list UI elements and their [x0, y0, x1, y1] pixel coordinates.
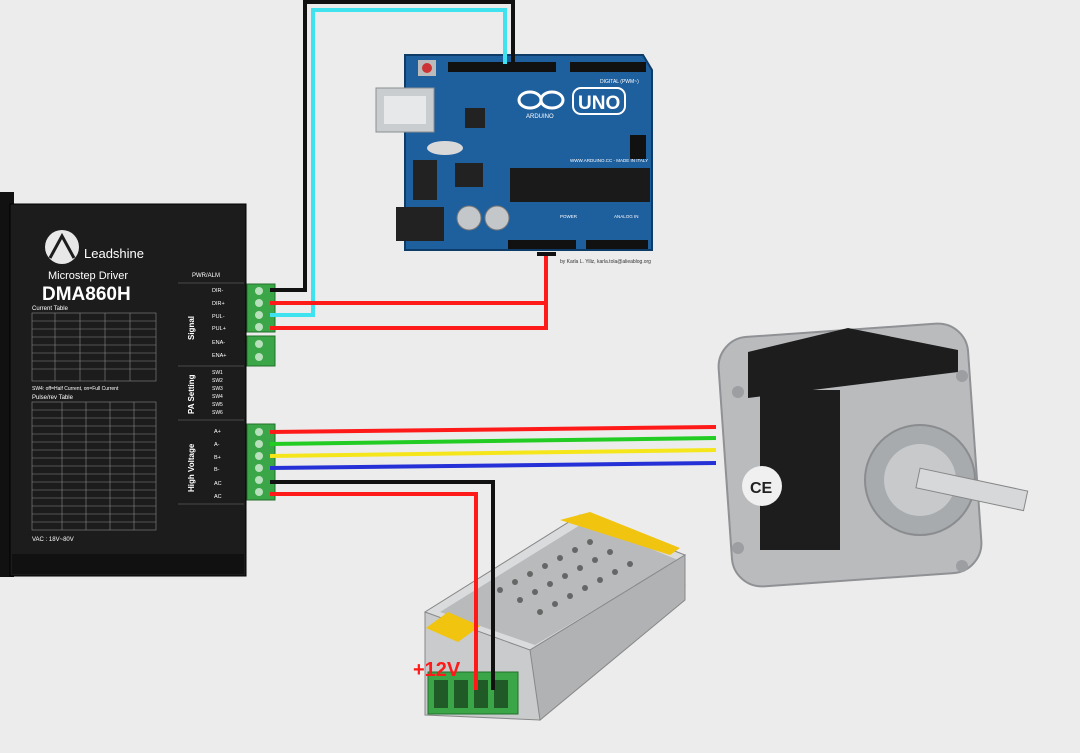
wire-ac-black: [270, 480, 495, 690]
ce-mark-icon: [742, 466, 782, 506]
wire-pul-cyan: [270, 8, 507, 317]
svg-text:CE: CE: [750, 480, 773, 497]
stepper-driver: Leadshine Microstep Driver DMA860H Curre…: [0, 192, 276, 577]
hv-pin: A-: [214, 442, 220, 448]
pulse-table: [31, 401, 157, 531]
hv-pin: A+: [214, 429, 221, 435]
digital-header: [448, 62, 556, 72]
power-supply: [423, 512, 687, 721]
signal-pin: ENA+: [212, 353, 227, 359]
wire-a-minus-green: [269, 436, 717, 446]
atmega-chip: [510, 168, 650, 202]
pwr-alm-label: PWR/ALM: [192, 273, 220, 279]
pa-pin: SW4: [212, 394, 223, 400]
wire-b-minus-blue: [269, 461, 717, 470]
high-voltage-terminal-block: [246, 423, 276, 501]
wire-b-plus-yellow: [269, 448, 717, 458]
wire-dir-black: [270, 0, 515, 292]
leadshine-logo-icon: [45, 230, 79, 264]
hv-group-label: High Voltage: [187, 443, 196, 492]
stepper-motor: CE: [717, 322, 1029, 588]
warning-triangle-icon: [560, 512, 680, 555]
driver-vac: VAC : 18V~80V: [32, 537, 74, 543]
motor-shaft: [915, 467, 1029, 512]
current-table: [31, 312, 157, 382]
signal-terminal-block: [246, 283, 276, 367]
arduino-brand: ARDUINO: [526, 114, 554, 120]
signal-group-label: Signal: [187, 316, 196, 340]
hv-pin: B-: [214, 467, 220, 473]
hv-pin: AC: [214, 481, 222, 487]
pa-pin: SW5: [212, 402, 223, 408]
pa-group-label: PA Setting: [187, 374, 196, 414]
wire-ac-red: [270, 492, 478, 690]
arduino-uno-board: DIGITAL (PWM~) ARDUINO UNO WWW.ARDUINO.C…: [375, 54, 653, 251]
pulse-table-title: Pulse/rev Table: [32, 395, 74, 401]
signal-pin: DIR-: [212, 288, 223, 294]
wire-pul-plus-red: [270, 303, 548, 330]
signal-pin: PUL-: [212, 314, 225, 320]
hv-pin: AC: [214, 494, 222, 500]
site-label: WWW.ARDUINO.CC - MADE IN ITALY: [570, 158, 648, 163]
signal-pin: PUL+: [212, 326, 226, 332]
signal-pin: DIR+: [212, 301, 225, 307]
power-label: POWER: [560, 214, 578, 219]
driver-model: DMA860H: [42, 284, 131, 305]
arduino-infinity-icon: [517, 90, 565, 110]
wire-a-plus-red: [269, 425, 717, 434]
pa-pin: SW1: [212, 370, 223, 376]
signal-pin: ENA-: [212, 340, 225, 346]
uno-label: UNO: [578, 93, 620, 114]
driver-note: SW4: off=Half Current, on=Full Current: [32, 386, 119, 392]
digital-label: DIGITAL (PWM~): [600, 79, 639, 85]
psu-voltage-label: +12V: [413, 659, 461, 681]
driver-brand: Leadshine: [84, 246, 144, 261]
hv-pin: B+: [214, 455, 221, 461]
pa-pin: SW6: [212, 410, 223, 416]
reset-button: [422, 63, 432, 73]
pa-pin: SW2: [212, 378, 223, 384]
analog-label: ANALOG IN: [614, 214, 639, 219]
pa-pin: SW3: [212, 386, 223, 392]
current-table-title: Current Table: [32, 306, 69, 312]
driver-subtitle: Microstep Driver: [48, 270, 128, 282]
credit-label: by Karla L. Yiliz, karla.tola@alieablog.…: [560, 259, 651, 265]
